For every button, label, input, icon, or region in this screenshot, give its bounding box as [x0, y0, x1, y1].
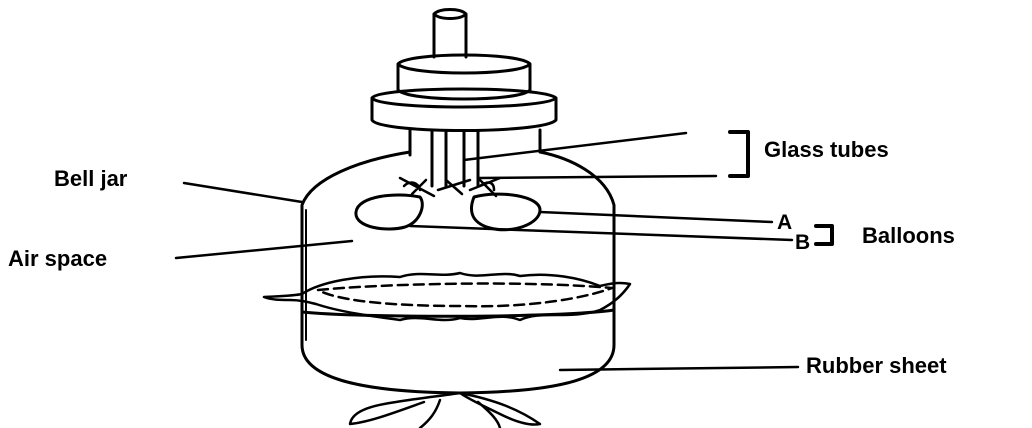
glass-tube-left [430, 130, 448, 188]
balloon-right [470, 192, 542, 232]
label-air-space: Air space [8, 246, 108, 271]
leader-glass-tube-bottom [476, 174, 718, 180]
leader-air-space [174, 239, 354, 260]
bottom-string-tie [348, 391, 542, 428]
label-glass-tubes: Glass tubes [764, 137, 889, 162]
leader-balloon-b [408, 224, 794, 242]
glass-tubes-bracket [728, 130, 750, 178]
stopper-lower [370, 87, 558, 132]
rubber-sheet-top [262, 271, 632, 322]
label-balloon-a: A [777, 211, 793, 234]
balloons-bracket [814, 224, 834, 246]
tie-knots [398, 176, 502, 198]
top-glass-tube [432, 8, 468, 59]
leader-balloon-a [538, 210, 774, 224]
leader-rubber-sheet [558, 365, 800, 372]
label-bell-jar: Bell jar [54, 166, 128, 191]
label-balloons: Balloons [862, 223, 955, 248]
label-rubber-sheet: Rubber sheet [806, 353, 947, 378]
stopper-upper [396, 53, 532, 101]
leader-bell-jar [182, 181, 304, 204]
rubber-sheet-dashed [316, 282, 614, 308]
leader-glass-tube-top [462, 131, 688, 162]
label-balloon-b: B [795, 231, 811, 254]
balloon-left [354, 193, 424, 231]
